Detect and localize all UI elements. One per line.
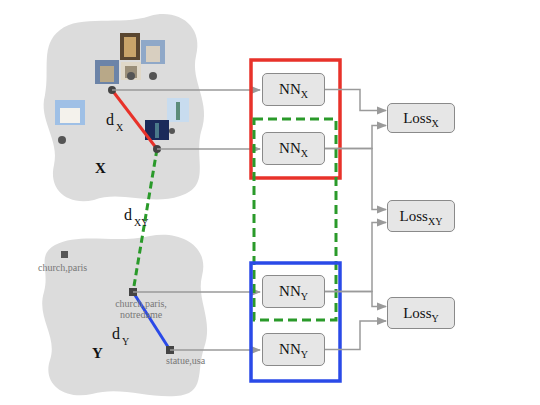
loss-box: LossY [387, 297, 455, 329]
flow-arrow [325, 149, 386, 210]
tag-label: church,paris [38, 262, 87, 273]
flow-arrow [325, 292, 386, 307]
box-title: NN [279, 283, 301, 300]
space-label: Y [92, 345, 103, 362]
network-box: NNY [262, 275, 325, 308]
box-subscript: Y [432, 313, 439, 324]
space-label: X [95, 160, 106, 177]
box-subscript: X [432, 118, 439, 129]
flow-arrow [325, 321, 386, 350]
tag-label: statue,usa [166, 355, 205, 366]
box-title: Loss [403, 110, 431, 127]
box-title: Loss [400, 208, 428, 225]
distance-line [133, 149, 157, 292]
flow-arrow [325, 90, 386, 111]
tag-label: church,paris, notredame [108, 298, 174, 320]
flow-arrow [325, 222, 386, 291]
box-subscript: Y [301, 349, 308, 360]
distance-subscript: XY [134, 217, 148, 228]
box-title: Loss [403, 305, 431, 322]
pair-group [251, 263, 340, 381]
box-title: NN [279, 140, 301, 157]
box-title: NN [279, 341, 301, 358]
loss-box: LossXY [387, 200, 455, 232]
distance-symbol: d [112, 325, 120, 343]
box-title: NN [279, 81, 301, 98]
photo-thumbnails [55, 33, 189, 140]
distance-subscript: X [116, 122, 123, 133]
network-box: NNY [262, 333, 325, 366]
distance-symbol: d [106, 111, 114, 129]
flow-arrow [325, 126, 386, 149]
box-subscript: Y [301, 291, 308, 302]
box-subscript: XY [428, 216, 442, 227]
network-box: NNX [262, 73, 325, 106]
pair-group [254, 119, 336, 320]
distance-subscript: Y [122, 336, 129, 347]
space-region [44, 14, 205, 201]
space-region [42, 235, 207, 396]
sample-square [61, 251, 68, 258]
sample-dot [58, 72, 175, 144]
network-box: NNX [262, 132, 325, 165]
distance-symbol: d [124, 206, 132, 224]
box-subscript: X [301, 89, 308, 100]
box-subscript: X [301, 148, 308, 159]
loss-box: LossX [387, 103, 455, 133]
distance-line [112, 90, 157, 149]
